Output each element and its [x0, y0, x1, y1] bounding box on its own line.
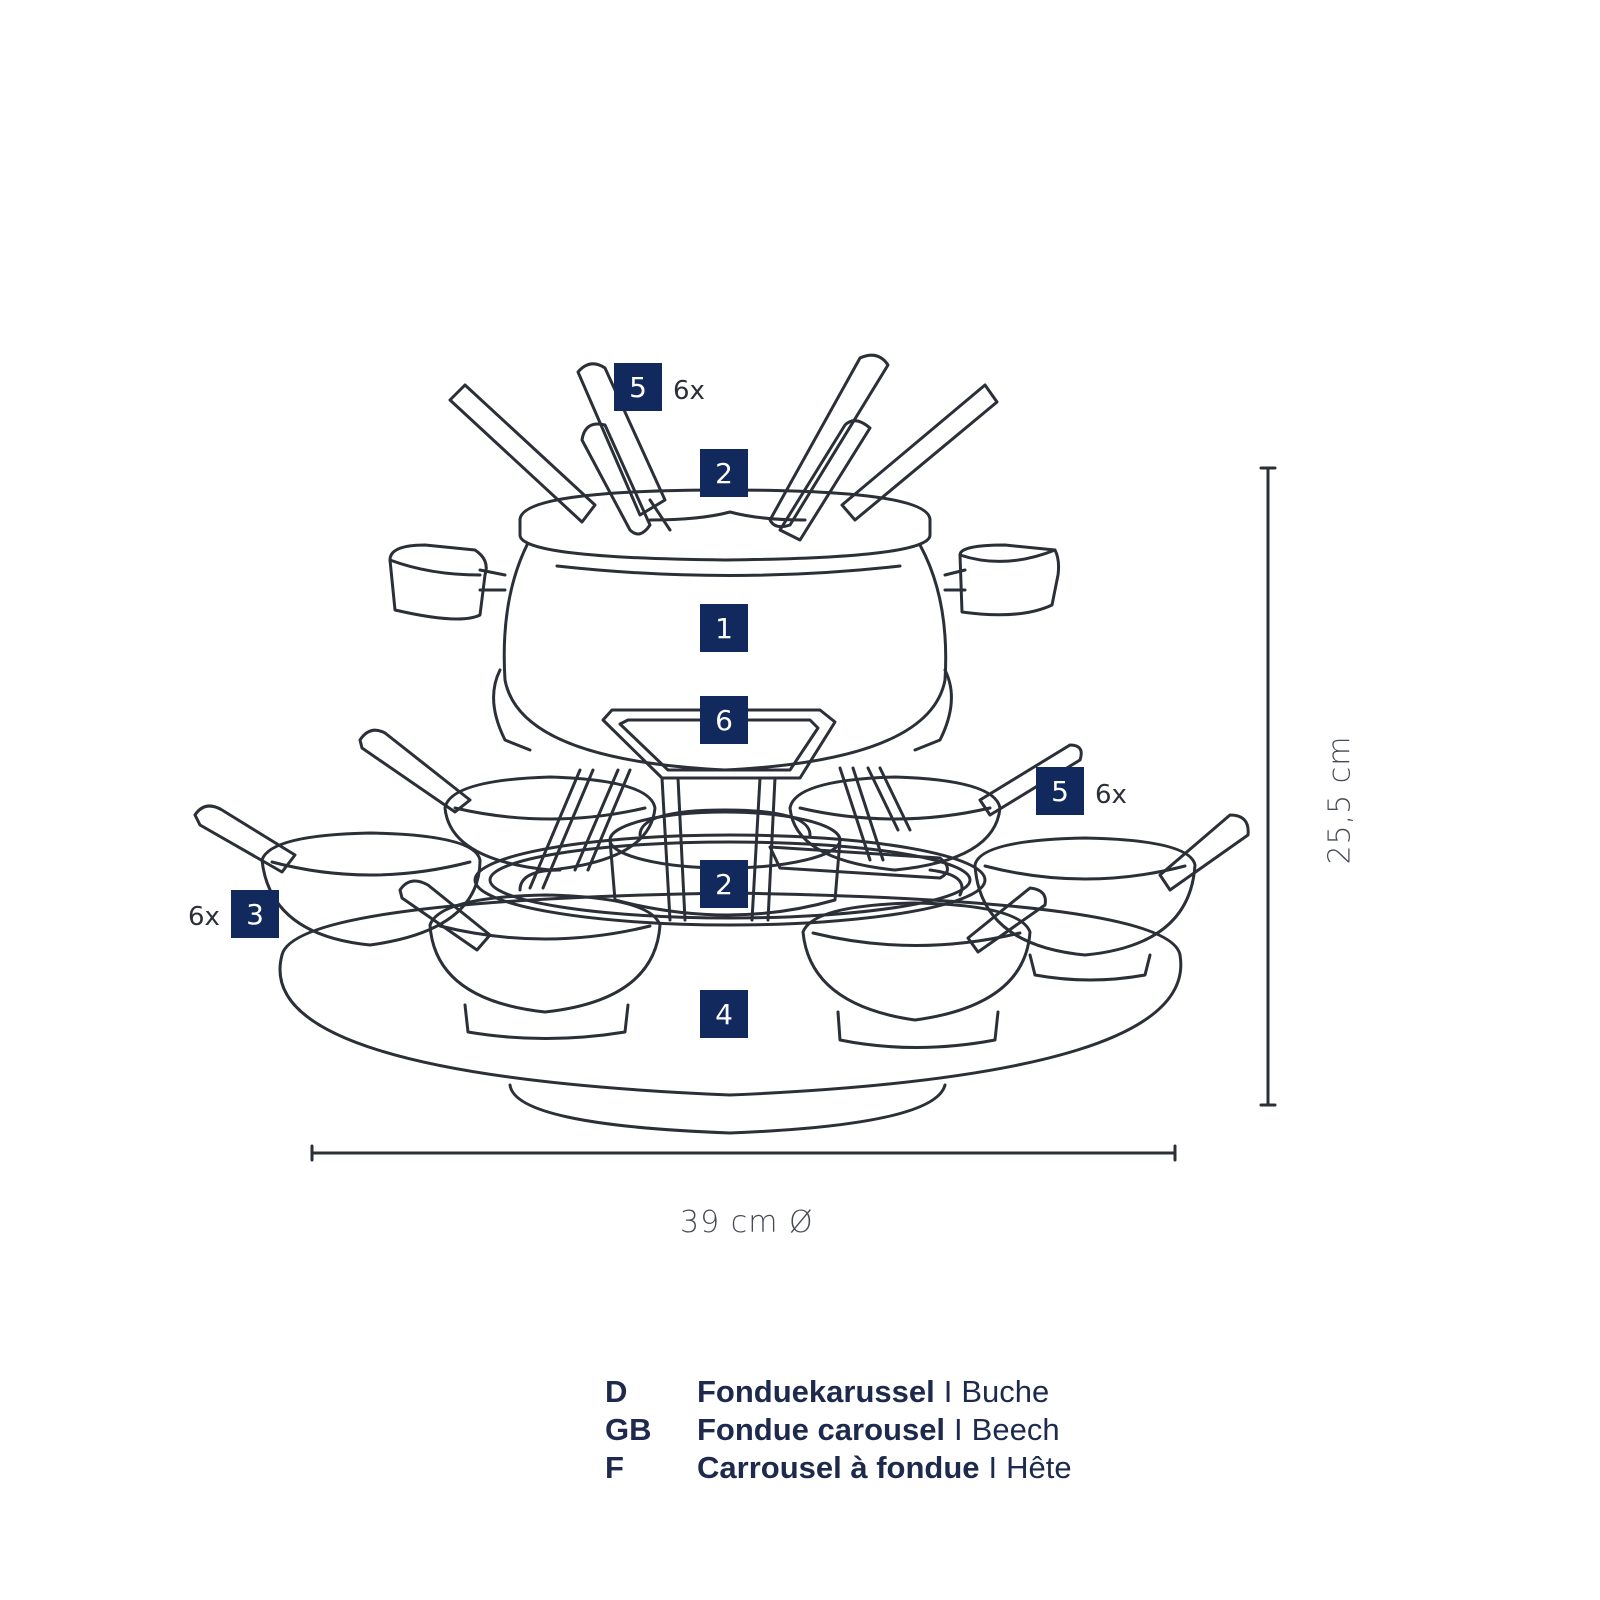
language-code: D — [605, 1374, 628, 1409]
fondue-pot — [388, 488, 1061, 772]
separator: I — [954, 1412, 963, 1447]
callout-quantity: 6x — [1095, 780, 1127, 810]
bowl-front-right — [801, 886, 1047, 1049]
bowl-front-left — [398, 879, 662, 1040]
product-name: Carrousel à fondue — [697, 1450, 980, 1485]
legend-row: D Fonduekarussel I Buche — [605, 1374, 1072, 1412]
bowl-back-right — [788, 743, 1083, 872]
stand-frame — [601, 708, 837, 922]
callout-quantity: 6x — [188, 902, 220, 932]
language-code: GB — [605, 1412, 652, 1447]
product-name: Fondue carousel — [697, 1412, 946, 1447]
callout-badge: 5 — [1036, 767, 1084, 815]
wood-type: Buche — [961, 1374, 1050, 1409]
height-dimension-label: 25,5 cm — [1322, 735, 1358, 865]
height-dimension-line — [1259, 466, 1277, 1107]
wood-type: Hête — [1006, 1450, 1072, 1485]
legend-row: GB Fondue carousel I Beech — [605, 1412, 1072, 1450]
callout-badge: 4 — [700, 990, 748, 1038]
separator: I — [943, 1374, 953, 1409]
callout-badge: 6 — [700, 696, 748, 744]
callout-badge: 5 — [614, 363, 662, 411]
callout-quantity: 6x — [673, 376, 705, 406]
callout-badge: 3 — [231, 890, 279, 938]
bowl-right — [973, 813, 1250, 982]
width-dimension-line — [310, 1144, 1177, 1162]
bowl-left — [193, 804, 482, 947]
callout-badge: 2 — [700, 449, 748, 497]
callout-badge: 2 — [700, 860, 748, 908]
legend-row: F Carrousel à fondue I Hête — [605, 1450, 1072, 1488]
product-legend: D Fonduekarussel I Buche GB Fondue carou… — [605, 1374, 1072, 1488]
product-name: Fonduekarussel — [697, 1374, 935, 1409]
separator: I — [988, 1450, 998, 1485]
language-code: F — [605, 1450, 624, 1485]
wood-type: Beech — [971, 1412, 1060, 1447]
width-dimension-label: 39 cm Ø — [680, 1205, 814, 1240]
callout-badge: 1 — [700, 604, 748, 652]
pot-forks — [448, 353, 999, 542]
bowl-back-left — [358, 728, 657, 872]
